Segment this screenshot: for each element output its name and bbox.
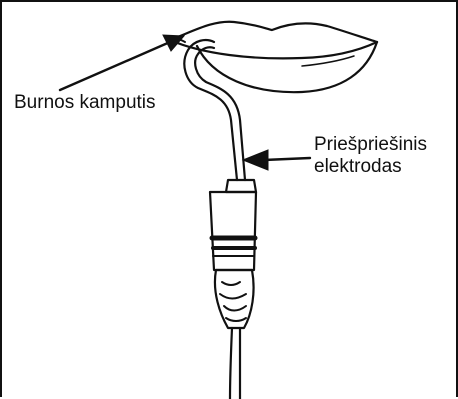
connector-body	[210, 192, 256, 270]
mouth-corner-arrow	[60, 35, 184, 90]
electrode-label-line2: elektrodas	[314, 156, 427, 178]
hook-wire-inner	[195, 47, 245, 180]
hook-wire-outer	[184, 40, 237, 180]
electrode-arrow	[243, 150, 310, 170]
lips-drawing	[170, 22, 377, 92]
connector-collar	[226, 180, 256, 192]
electrode-connector	[210, 180, 256, 399]
mouth-corner-label: Burnos kamputis	[14, 92, 156, 114]
electrode-label: Priešpriešinis elektrodas	[314, 134, 427, 178]
cable-left	[230, 328, 232, 399]
electrode-label-line1: Priešpriešinis	[314, 134, 427, 156]
upper-lip	[170, 22, 377, 42]
lower-lip	[197, 42, 377, 92]
